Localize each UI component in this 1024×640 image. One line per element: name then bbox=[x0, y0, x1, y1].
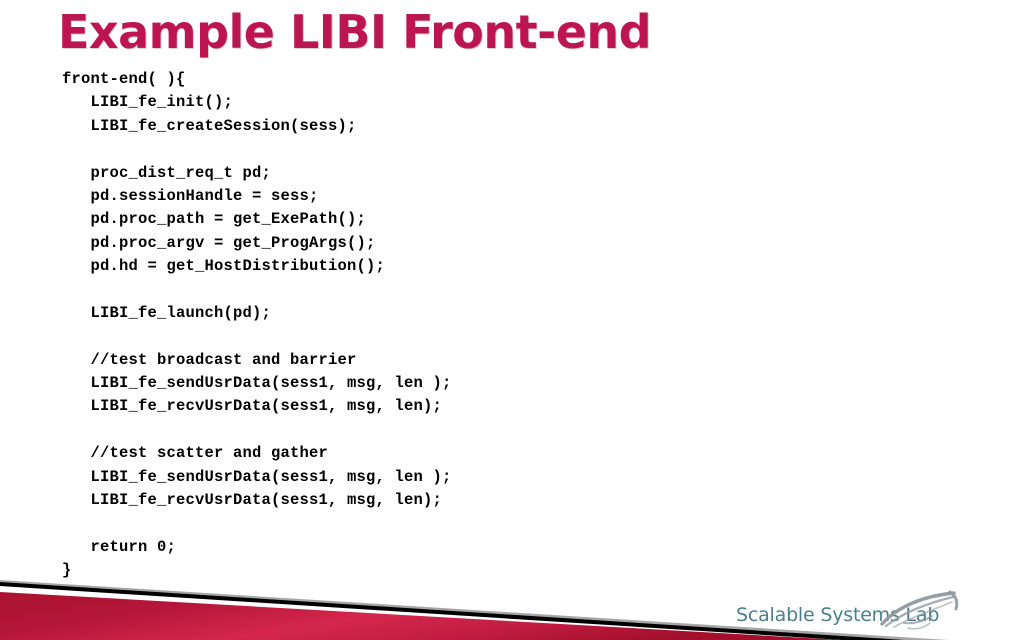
code-line: pd.hd = get_HostDistribution(); bbox=[62, 257, 386, 276]
banner-red-field bbox=[0, 592, 842, 640]
code-block: front-end( ){ LIBI_fe_init(); LIBI_fe_cr… bbox=[62, 68, 762, 583]
code-line bbox=[62, 419, 762, 442]
code-line bbox=[62, 512, 762, 535]
code-line bbox=[62, 279, 762, 302]
code-line: pd.proc_path = get_ExePath(); bbox=[62, 210, 367, 229]
code-line: pd.sessionHandle = sess; bbox=[62, 186, 319, 205]
code-line: pd.proc_argv = get_ProgArgs(); bbox=[62, 233, 376, 252]
code-line bbox=[62, 325, 762, 348]
code-line: LIBI_fe_init(); bbox=[62, 93, 234, 112]
code-line: //test scatter and gather bbox=[62, 444, 329, 463]
code-line: LIBI_fe_recvUsrData(sess1, msg, len); bbox=[62, 397, 443, 416]
code-line: proc_dist_req_t pd; bbox=[62, 163, 272, 182]
code-line: LIBI_fe_launch(pd); bbox=[62, 303, 272, 322]
code-line: LIBI_fe_recvUsrData(sess1, msg, len); bbox=[62, 491, 443, 510]
code-line: LIBI_fe_sendUsrData(sess1, msg, len ); bbox=[62, 467, 452, 486]
organization-logo: Scalable Systems Lab bbox=[736, 590, 959, 640]
code-line: LIBI_fe_createSession(sess); bbox=[62, 116, 357, 135]
code-line: front-end( ){ bbox=[62, 70, 186, 88]
code-line: LIBI_fe_sendUsrData(sess1, msg, len ); bbox=[62, 374, 452, 393]
logo-text: Scalable Systems Lab bbox=[736, 604, 940, 626]
swoosh-bird-icon bbox=[880, 590, 959, 630]
code-line: } bbox=[62, 561, 72, 580]
code-line bbox=[62, 138, 762, 161]
code-line: return 0; bbox=[62, 537, 177, 556]
code-line: //test broadcast and barrier bbox=[62, 350, 357, 369]
slide-title: Example LIBI Front-end bbox=[58, 5, 652, 59]
